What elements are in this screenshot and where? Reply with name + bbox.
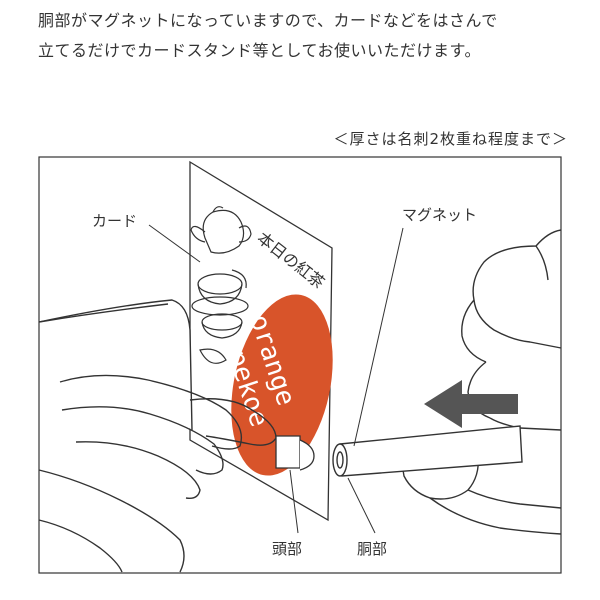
orange-circle bbox=[231, 294, 333, 476]
head-piece bbox=[275, 435, 315, 471]
right-hand bbox=[402, 229, 562, 535]
body-label: 胴部 bbox=[357, 540, 387, 558]
intro-line-2: 立てるだけでカードスタンド等としてお使いいただけます。 bbox=[38, 41, 481, 60]
body-leader bbox=[347, 477, 376, 534]
card-leader bbox=[148, 224, 201, 263]
left-arrow-icon bbox=[424, 380, 518, 428]
intro-line-1: 胴部がマグネットになっていますので、カードなどをはさんで bbox=[38, 11, 498, 30]
head-label: 頭部 bbox=[272, 540, 302, 558]
magnet-leader bbox=[353, 227, 404, 447]
magnet-label: マグネット bbox=[402, 206, 477, 224]
magnet-rod bbox=[332, 425, 523, 477]
leader-lines bbox=[148, 224, 404, 534]
card: orange pekoe 本日の紅茶 bbox=[189, 160, 333, 522]
card-label: カード bbox=[92, 212, 137, 230]
head-leader bbox=[289, 469, 299, 534]
thickness-caption: ＜厚さは名刺2枚重ね程度まで＞ bbox=[333, 130, 568, 148]
teapot-icon bbox=[190, 206, 252, 364]
intro-text: 胴部がマグネットになっていますので、カードなどをはさんで 立てるだけでカードスタ… bbox=[38, 6, 568, 66]
left-hand bbox=[38, 299, 277, 573]
illustration-frame bbox=[38, 156, 562, 574]
